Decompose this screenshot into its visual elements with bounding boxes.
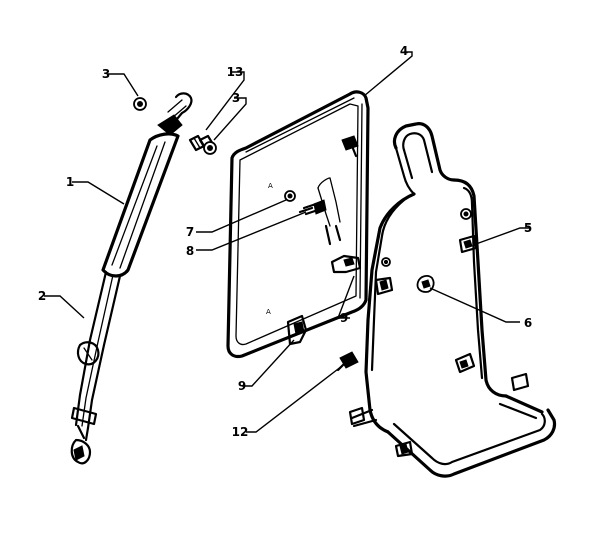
panel-mark-a-upper: A <box>268 182 273 190</box>
callout-13: 13 <box>227 65 244 79</box>
panel-mark-a-lower: A <box>266 308 271 316</box>
callout-labels: 1 2 3 3 13 4 5 6 7 8 9 9 12 <box>38 44 532 439</box>
callout-7: 7 <box>186 225 194 239</box>
callout-8: 8 <box>186 244 194 258</box>
frame-part-5 <box>348 122 557 478</box>
callout-6: 6 <box>524 316 532 330</box>
back-panel-part-4: A A <box>226 90 370 372</box>
callout-9-lower: 9 <box>238 379 246 393</box>
callout-12: 12 <box>232 425 249 439</box>
callout-9-upper: 9 <box>340 311 348 325</box>
callout-5: 5 <box>524 221 532 235</box>
callout-3-right: 3 <box>232 91 240 105</box>
nut-part-3-left <box>133 97 147 111</box>
callout-1: 1 <box>66 175 74 189</box>
callout-2: 2 <box>38 289 46 303</box>
callout-3-left: 3 <box>102 67 110 81</box>
strap-assembly <box>70 92 193 465</box>
callout-4: 4 <box>400 44 408 58</box>
leader-lines <box>44 51 530 433</box>
nut-part-3-right <box>203 141 217 155</box>
